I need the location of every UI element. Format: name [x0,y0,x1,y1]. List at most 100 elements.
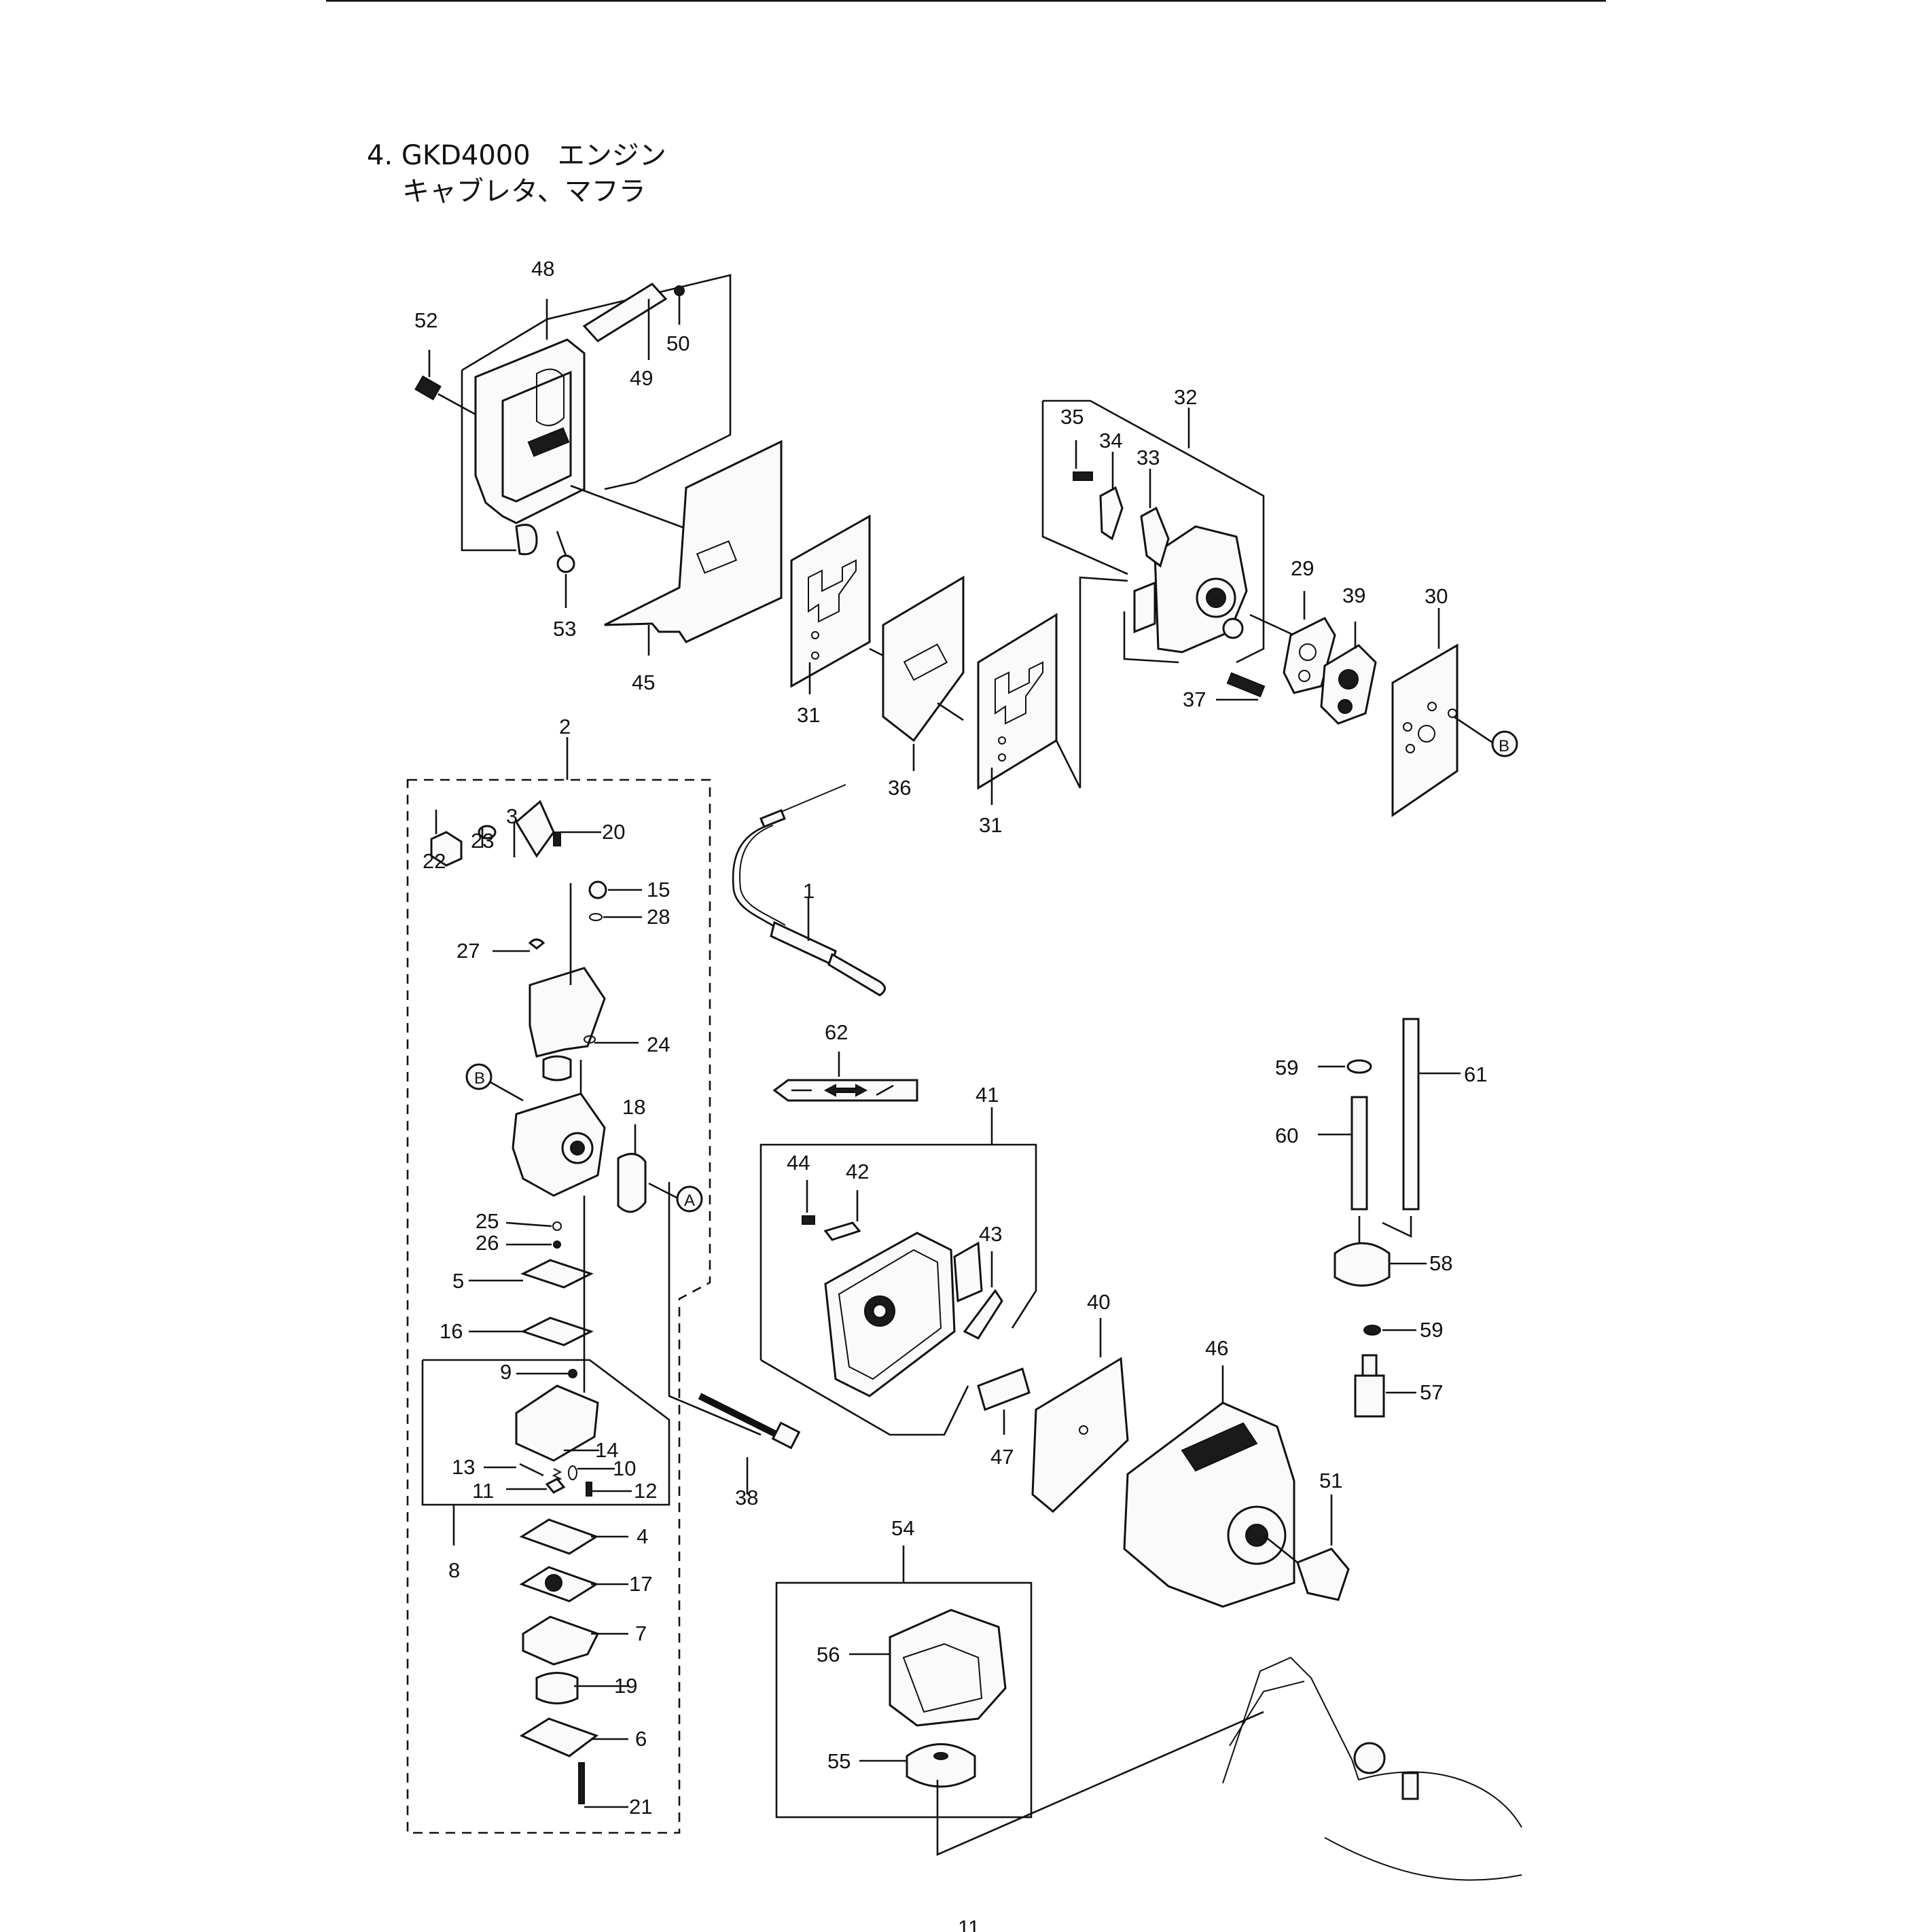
air-filter-40 [1031,1357,1129,1514]
callout-59a: 59 [1275,1056,1298,1079]
element-55 [906,1743,976,1788]
needle-10 [568,1465,577,1480]
callout-46: 46 [1205,1336,1228,1360]
carburetor-body-lower [512,1092,606,1197]
air-cleaner-cover-group [775,1545,1264,1856]
ref-b-marker-carb [465,1063,493,1090]
plate-33 [1140,506,1170,568]
callout-53: 53 [553,617,576,641]
callout-13: 13 [452,1455,475,1479]
gasket-30 [1391,643,1459,817]
lever-11 [545,1478,566,1494]
gasket-45 [604,440,783,643]
callout-3: 3 [506,804,518,828]
callout-34: 34 [1099,429,1122,452]
callout-18: 18 [622,1095,645,1119]
ref-a-marker [676,1185,703,1213]
ring-24 [584,1035,596,1043]
callout-30: 30 [1425,584,1448,608]
callout-40: 40 [1087,1290,1110,1314]
plate-47 [977,1367,1031,1411]
callout-36: 36 [888,776,911,800]
callout-58: 58 [1429,1251,1452,1275]
fuel-tank-fragment [1222,1656,1522,1881]
bolt-53 [556,554,575,573]
muffler-bracket [582,283,668,342]
pin-13 [519,1463,544,1477]
seal-25 [552,1221,562,1231]
callout-57: 57 [1420,1380,1443,1404]
callout-23: 23 [471,829,494,853]
long-bolt-group [698,1393,801,1495]
screw-50 [674,285,685,296]
fuel-line-group [1318,1018,1461,1418]
callout-59b: 59 [1420,1318,1443,1342]
plate-34 [1099,486,1124,541]
callout-62: 62 [825,1020,848,1044]
callout-31a: 31 [797,703,820,727]
fuel-pipe-60 [1350,1096,1368,1211]
callout-31b: 31 [979,813,1002,837]
air-cleaner-group [759,1107,1037,1436]
ring-59b [1363,1325,1381,1336]
callout-22: 22 [423,849,446,873]
callout-42: 42 [846,1160,869,1183]
callout-20: 20 [602,820,625,844]
throttle-cable-group [732,784,886,997]
throttle-cable-1 [770,920,837,967]
lever-3 [515,800,555,858]
callout-56: 56 [817,1643,840,1666]
callout-32: 32 [1174,385,1197,409]
plug-27 [528,938,545,950]
valve-26 [553,1240,561,1249]
screw-35 [1073,471,1093,481]
callout-labels: 48 52 50 49 53 45 31 36 31 32 35 34 33 2… [414,257,1509,1932]
callout-8: 8 [448,1558,460,1582]
callout-9: 9 [500,1360,512,1384]
screw-44 [802,1215,815,1225]
gasket-4 [519,1518,599,1555]
screw-20 [553,831,561,846]
label-62 [772,1052,918,1102]
callout-48: 48 [531,257,554,281]
callout-51: 51 [1319,1469,1342,1492]
screw-12 [586,1482,592,1497]
grommet-58 [1334,1242,1391,1287]
callout-14: 14 [595,1438,618,1462]
callout-29: 29 [1291,556,1314,580]
engine-cover-group [1123,1365,1350,1608]
bulb-19 [535,1672,579,1704]
callout-35: 35 [1060,405,1084,429]
gasket-31b [977,613,1058,790]
ref-a-label: A [684,1192,695,1210]
callout-39: 39 [1342,584,1365,607]
callout-28: 28 [647,905,670,929]
nut-22 [430,831,463,867]
pump-cover-7 [522,1615,600,1666]
grommet-59a [1346,1059,1372,1074]
callout-50: 50 [666,332,690,355]
bolt-37 [1226,672,1266,698]
muffler-group [414,274,732,608]
ring-28 [589,913,603,921]
pump-body [515,1384,599,1462]
callout-16: 16 [440,1319,463,1343]
callout-38: 38 [735,1486,758,1509]
callout-52: 52 [414,308,437,332]
gasket-18 [617,1153,647,1213]
callout-27: 27 [457,939,480,963]
callout-60: 60 [1275,1124,1298,1147]
diagram-title: 4. GKD4000 エンジン [367,140,666,171]
page-number: 11 [958,1916,980,1932]
insulator-group [1041,399,1518,817]
callout-26: 26 [476,1231,499,1255]
gasket-29 [1283,617,1336,694]
carburetor-kit-boundary [406,779,711,1834]
callout-10: 10 [613,1456,636,1480]
diagram-subtitle: キャブレタ、マフラ [402,176,646,207]
callout-21: 21 [629,1795,652,1819]
retainer-6 [519,1717,599,1757]
knob-51 [1296,1548,1350,1601]
